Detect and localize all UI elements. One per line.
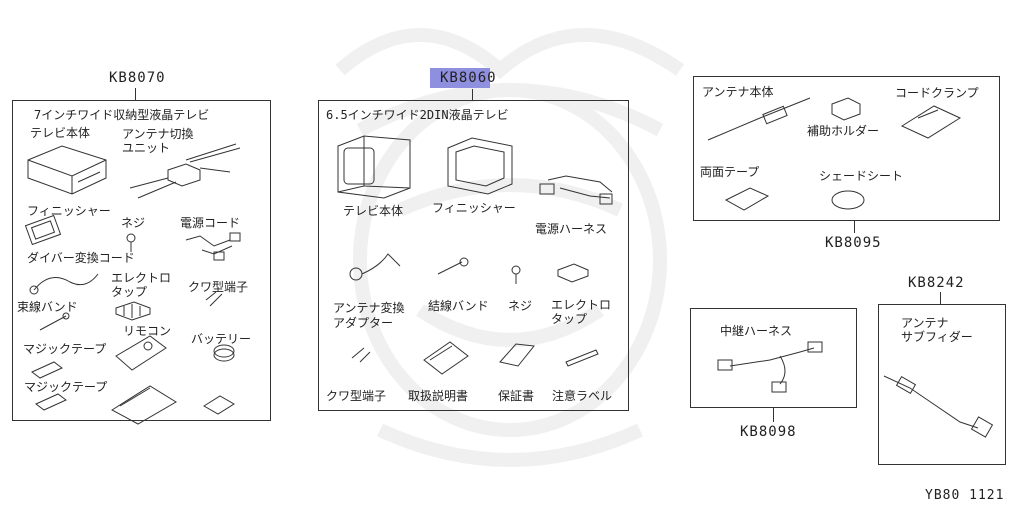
watermark-crest: [335, 28, 685, 467]
kb8095-code: KB8095: [825, 235, 882, 251]
manual-sheet-icon: [112, 386, 176, 424]
kb8070-part-label: バッテリー: [191, 332, 252, 346]
tv-unit-icon: [28, 146, 106, 194]
kb8242-part-label: サブフィダー: [901, 330, 973, 344]
diversity-adapter-cord-icon: [30, 274, 98, 294]
kb8070-part-label: フィニッシャー: [27, 204, 111, 218]
kb8070-leader: [135, 88, 136, 101]
screw-icon: [512, 266, 520, 284]
antenna-adapter-icon: [350, 254, 400, 280]
kb8098-leader: [773, 408, 774, 422]
finisher-icon: [25, 215, 60, 244]
kb8098-part-label: 中継ハーネス: [720, 324, 793, 338]
antenna-body-icon: [708, 98, 810, 140]
kb8095-box: [693, 76, 1000, 221]
kb8095-part-label: 補助ホルダー: [807, 124, 880, 138]
shade-sheet-icon: [832, 191, 864, 209]
kb8060-part-label: クワ型端子: [326, 389, 387, 403]
kb8098-code: KB8098: [740, 424, 797, 440]
kb8060-part-label: 電源ハーネス: [535, 222, 608, 236]
kb8070-part-label: 電源コード: [180, 216, 241, 230]
kb8060-leader: [472, 89, 473, 101]
kb8060-part-label: ネジ: [508, 299, 533, 313]
kb8242-leader: [940, 292, 941, 305]
spade-terminal-icon: [352, 348, 370, 362]
kb8060-part-label: 保証書: [498, 389, 535, 403]
kb8242-code: KB8242: [908, 275, 965, 291]
tv-unit-icon: [338, 136, 410, 198]
electro-tap-icon: [116, 302, 150, 320]
kb8070-part-label: テレビ本体: [30, 126, 91, 140]
kb8060-part-label: アンテナ変換: [333, 301, 405, 315]
kb8070-box: [12, 100, 271, 421]
kb8242-box: [878, 304, 1006, 465]
kb8070-part-label: タップ: [111, 285, 148, 299]
remote-control-icon: [116, 336, 166, 370]
manual-booklet-icon: [424, 342, 468, 374]
kb8060-part-label: エレクトロ: [551, 298, 612, 312]
cable-tie-icon: [438, 258, 468, 274]
kb8070-title: 7インチワイド収納型液晶テレビ: [34, 108, 210, 122]
kb8060-box: [318, 100, 629, 411]
battery-icon: [214, 345, 234, 361]
kb8095-part-label: シェードシート: [819, 169, 904, 183]
cord-clamp-icon: [902, 106, 960, 138]
diagram-id: YB80 1121: [925, 488, 1005, 503]
warranty-card-icon: [500, 344, 534, 366]
kb8070-part-label: マジックテープ: [23, 342, 107, 356]
kb8070-code: KB8070: [109, 70, 166, 86]
kb8070-part-label: アンテナ切換: [122, 127, 194, 141]
kb8070-part-label: マジックテープ: [24, 380, 108, 394]
double-sided-tape-icon: [726, 188, 768, 210]
kb8060-part-label: テレビ本体: [343, 204, 404, 218]
screw-icon: [127, 234, 135, 252]
kb8060-code: KB8060: [440, 70, 497, 86]
kb8070-part-label: ダイバー変換コード: [27, 251, 135, 265]
card-icon: [204, 396, 234, 414]
kb8060-part-label: タップ: [551, 312, 588, 326]
kb8095-part-label: コードクランプ: [895, 86, 979, 100]
kb8070-part-label: ユニット: [122, 141, 171, 155]
kb8060-code-highlight: [430, 68, 490, 88]
cable-tie-icon: [40, 313, 69, 330]
power-harness-icon: [540, 176, 612, 204]
caution-label-icon: [566, 350, 598, 366]
antenna-sub-feeder-icon: [884, 376, 992, 437]
kb8095-leader: [854, 221, 855, 233]
spade-terminal-icon: [206, 292, 222, 306]
kb8060-part-label: フィニッシャー: [432, 201, 516, 215]
kb8070-part-label: ネジ: [121, 216, 146, 230]
electro-tap-icon: [558, 264, 588, 282]
finisher-icon: [448, 138, 512, 194]
kb8060-part-label: 注意ラベル: [552, 389, 613, 403]
kb8095-part-label: 両面テープ: [700, 165, 760, 179]
magic-tape-icon: [32, 362, 66, 410]
power-cord-icon: [186, 233, 240, 260]
kb8098-box: [690, 308, 857, 408]
kb8060-part-label: 取扱説明書: [408, 389, 469, 403]
kb8060-part-label: 結線バンド: [428, 299, 489, 313]
kb8060-title: 6.5インチワイド2DIN液晶テレビ: [326, 108, 509, 122]
kb8242-part-label: アンテナ: [901, 316, 949, 330]
kb8070-part-label: リモコン: [123, 324, 172, 338]
kb8095-part-label: アンテナ本体: [702, 85, 774, 99]
kb8070-part-label: 束線バンド: [17, 300, 78, 314]
holder-icon: [832, 98, 860, 120]
antenna-switch-unit-icon: [130, 144, 240, 198]
kb8060-part-label: アダプター: [333, 316, 394, 330]
relay-harness-icon: [718, 342, 822, 392]
kb8070-part-label: クワ型端子: [188, 280, 249, 294]
kb8070-part-label: エレクトロ: [111, 271, 172, 285]
